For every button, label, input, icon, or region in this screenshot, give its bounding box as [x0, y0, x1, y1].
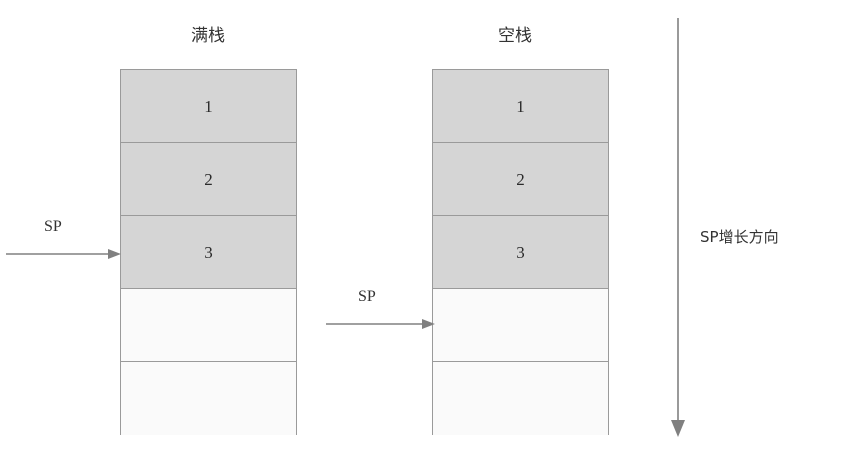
stack-cell: 3 [121, 216, 296, 289]
stack-cell-value: 3 [204, 242, 213, 262]
stack-full: 1 2 3 [120, 69, 297, 435]
stack-cell-value: 1 [516, 96, 525, 116]
sp-growth-direction-arrow-icon [671, 18, 685, 437]
sp-arrow-right-icon [326, 319, 435, 329]
stack-cell: 1 [121, 70, 296, 143]
sp-pointer-label: SP [358, 288, 376, 305]
sp-pointer-label: SP [44, 218, 62, 235]
stack-cell: 3 [433, 216, 608, 289]
sp-growth-direction-label: SP增长方向 [700, 228, 779, 246]
column-title-empty-stack: 空栈 [498, 26, 532, 46]
stack-cell [433, 289, 608, 362]
stack-cell-value: 3 [516, 242, 525, 262]
stack-cell: 2 [121, 143, 296, 216]
stack-cell: 2 [433, 143, 608, 216]
stack-cell-value: 2 [516, 169, 525, 189]
stack-empty: 1 2 3 [432, 69, 609, 435]
stack-cell-value: 1 [204, 96, 213, 116]
stack-cell [121, 289, 296, 362]
stack-cell [433, 362, 608, 435]
stack-cell: 1 [433, 70, 608, 143]
stack-cell-value: 2 [204, 169, 213, 189]
sp-arrow-right-icon [6, 249, 121, 259]
column-title-full-stack: 满栈 [191, 26, 225, 46]
stack-cell [121, 362, 296, 435]
